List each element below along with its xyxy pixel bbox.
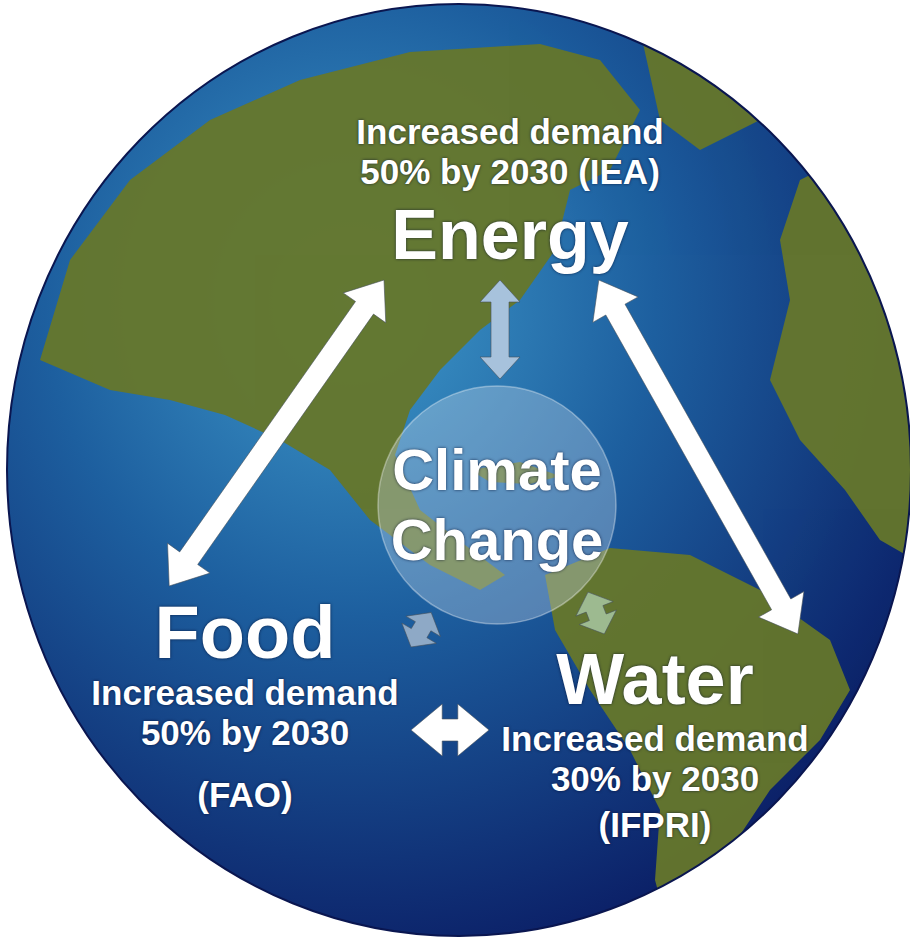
node-title: Water <box>495 640 815 719</box>
globe-outline <box>7 4 910 936</box>
energy-node: Increased demand 50% by 2030 (IEA)Energy <box>345 112 675 274</box>
climate-circle-shape <box>378 386 616 624</box>
ocean <box>7 4 910 936</box>
food-node: FoodIncreased demand 50% by 2030 (FAO) <box>85 592 405 815</box>
climate-circle <box>377 385 617 625</box>
climate-arrow <box>402 613 441 648</box>
node-title: Food <box>85 592 405 673</box>
source-note: (FAO) <box>85 775 405 815</box>
circle-text-holder: Climate Change <box>377 385 617 625</box>
water-node: WaterIncreased demand 30% by 2030 (IFPRI) <box>495 640 815 845</box>
climate-arrow <box>480 280 520 379</box>
demand-note: Increased demand 30% by 2030 <box>495 719 815 799</box>
africa-europe <box>770 150 910 560</box>
node-title: Energy <box>345 197 675 274</box>
climate-node: Climate Change <box>377 385 617 625</box>
link-arrow <box>168 280 386 586</box>
demand-note: Increased demand 50% by 2030 (IEA) <box>345 112 675 192</box>
demand-note: Increased demand 50% by 2030 <box>85 673 405 753</box>
link-arrow <box>593 280 804 634</box>
link-arrow <box>411 704 489 756</box>
center-title: Climate Change <box>377 435 617 575</box>
climate-arrow <box>576 592 617 634</box>
source-note: (IFPRI) <box>495 805 815 845</box>
